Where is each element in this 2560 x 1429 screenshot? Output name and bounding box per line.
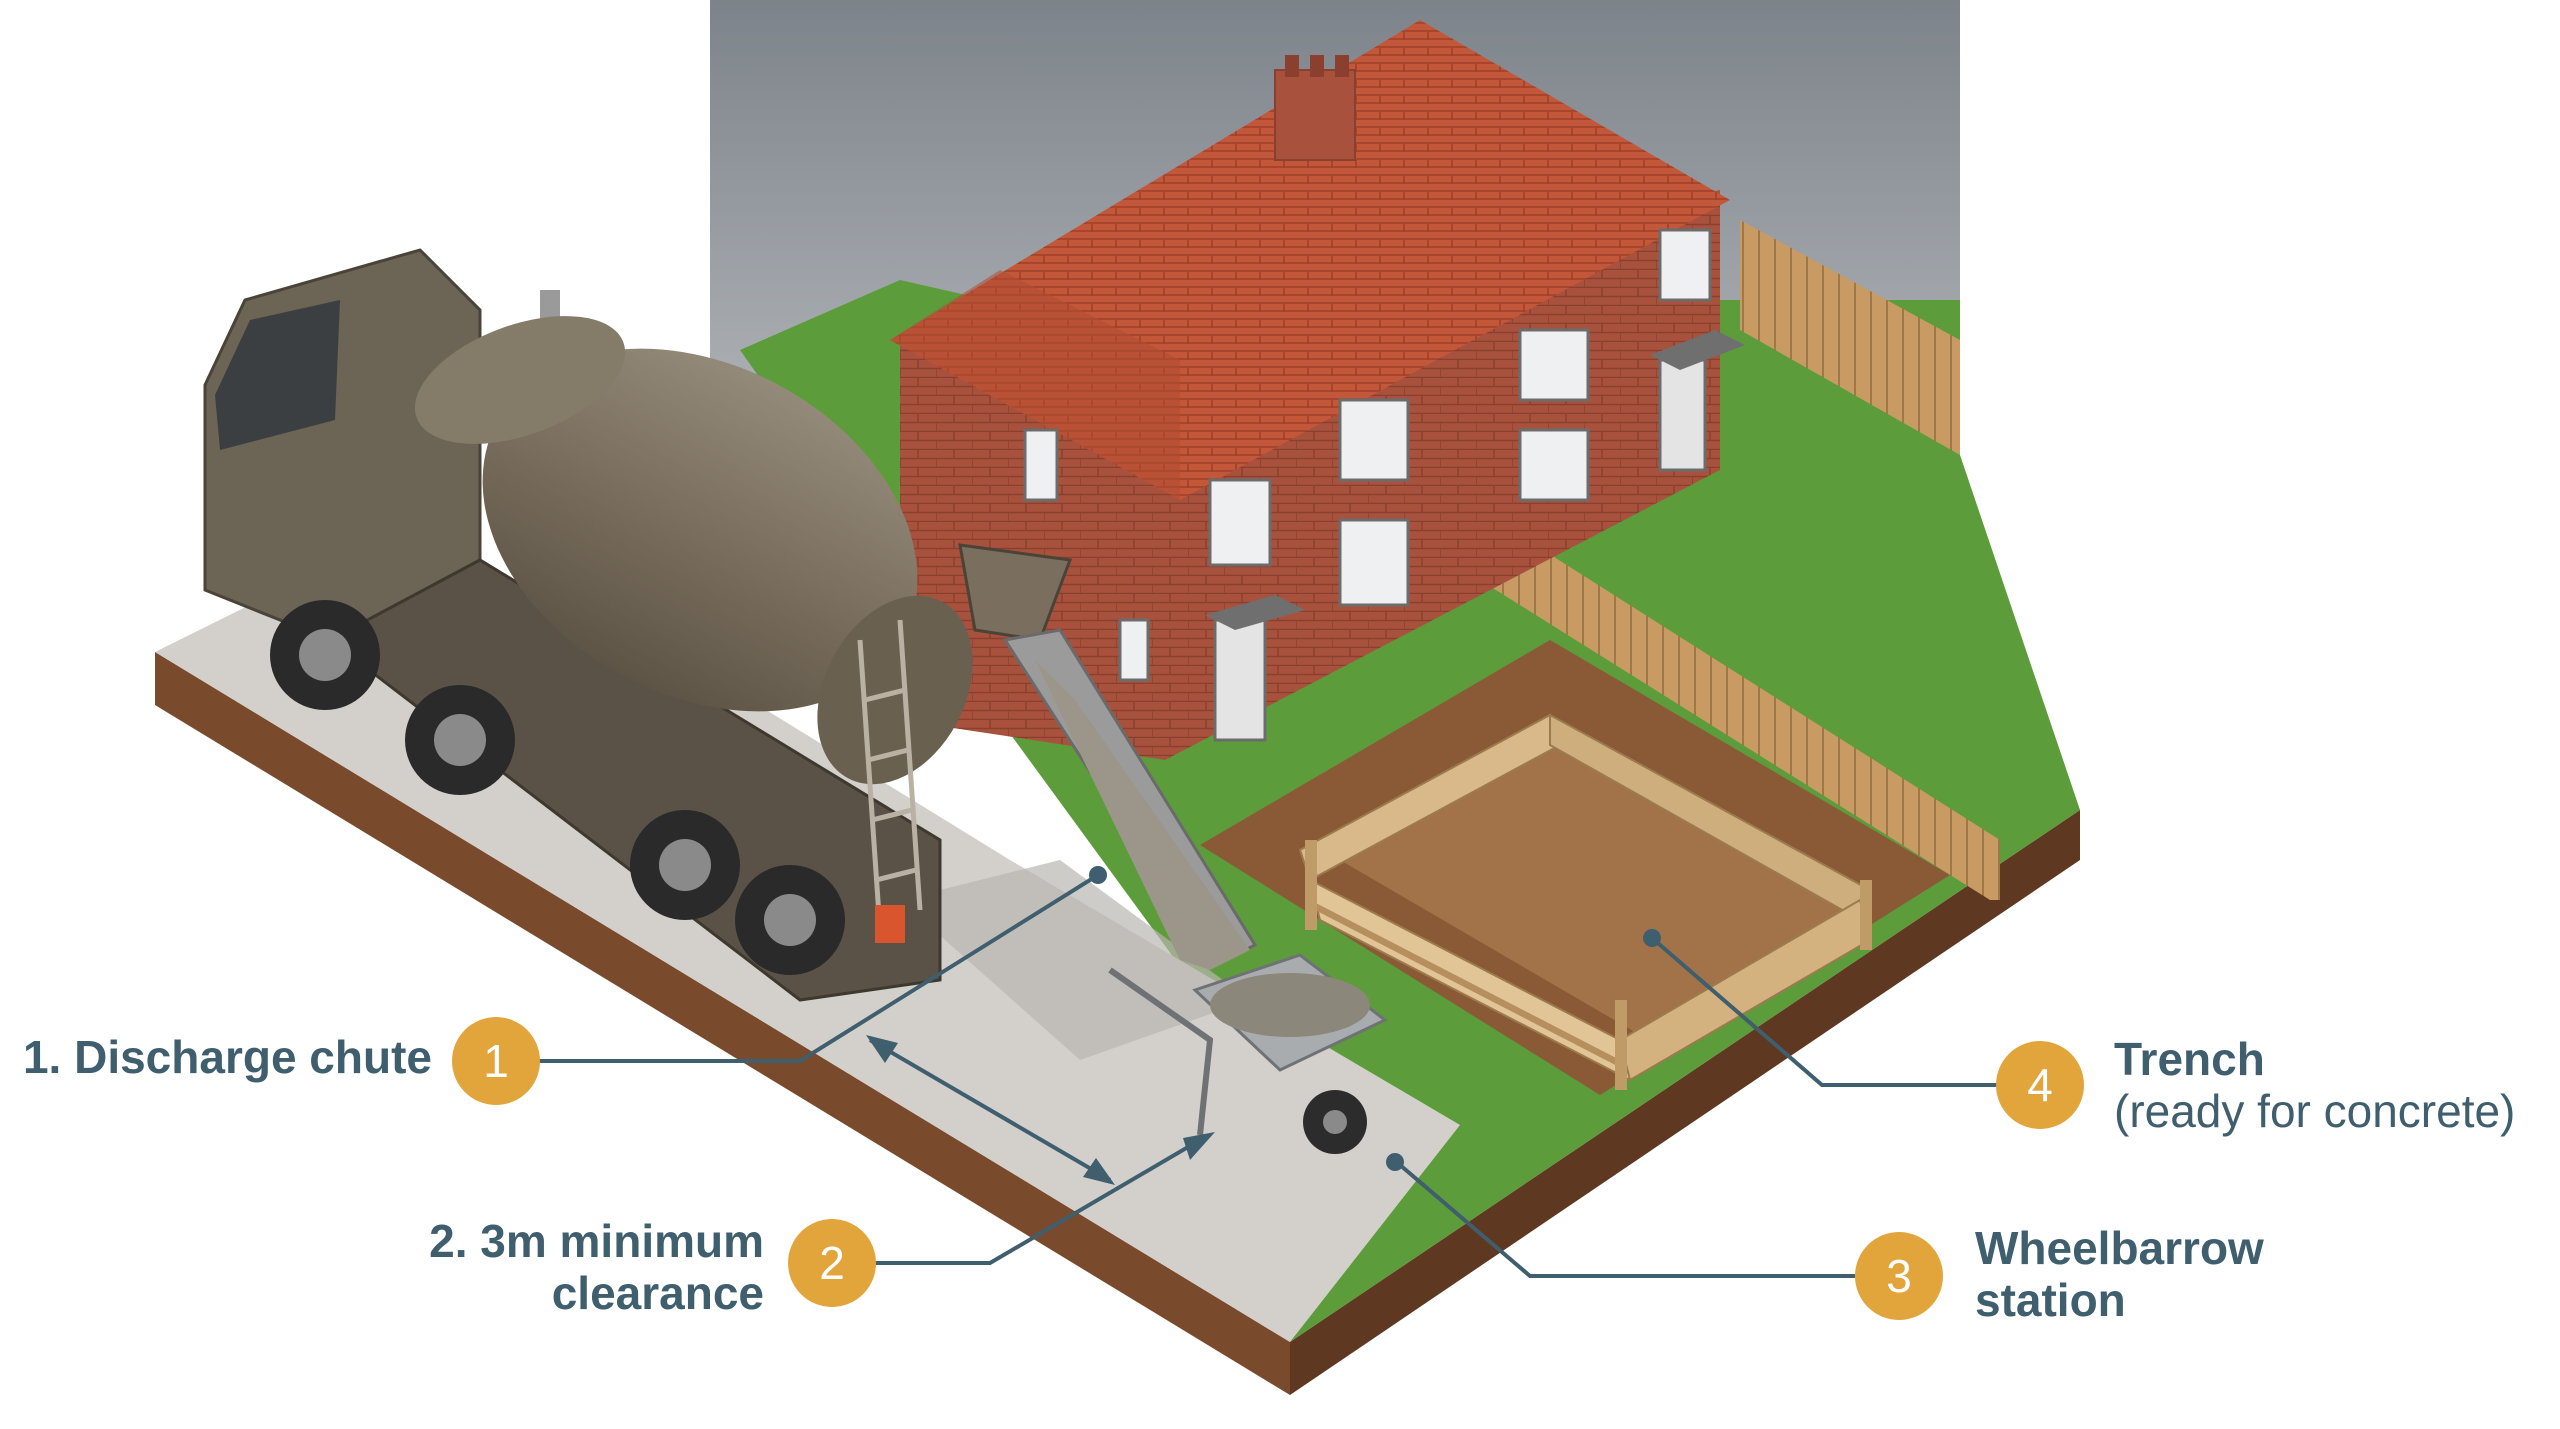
concrete-mixer-truck — [203, 248, 1073, 1002]
rear-light — [875, 905, 905, 943]
callout-marker-2: 2 — [788, 1219, 876, 1307]
wheel — [735, 865, 845, 975]
leader-arrowhead-2 — [1183, 1132, 1215, 1160]
clearance-arrowhead-a — [866, 1035, 898, 1063]
wheel — [270, 600, 380, 710]
wheel — [630, 810, 740, 920]
leader-line-1 — [535, 873, 1100, 1063]
callout-marker-3: 3 — [1855, 1232, 1943, 1320]
soil-block — [155, 652, 2080, 1395]
mixer-drum — [482, 348, 918, 712]
roof-hip — [890, 270, 1180, 500]
leader-line-4 — [1650, 936, 2000, 1087]
truck-ladder — [857, 619, 923, 931]
trench-floor — [1340, 745, 1870, 1035]
leader-dot-1 — [1089, 866, 1107, 884]
callout-label-3-line1: Wheelbarrow — [1975, 1222, 2264, 1274]
leader-dot-4 — [1643, 929, 1661, 947]
callout-label-4-line1: Trench — [2114, 1033, 2265, 1085]
fence-side — [1480, 510, 2000, 900]
callout-label-2: 2. 3m minimum clearance — [429, 1215, 764, 1319]
concrete-flow — [1035, 660, 1250, 970]
callout-label-4-line2: (ready for concrete) — [2114, 1085, 2516, 1137]
water-tank — [414, 316, 626, 444]
callout-marker-1: 1 — [452, 1017, 540, 1105]
leader-line-2 — [875, 1138, 1202, 1265]
leader-lines — [535, 866, 2000, 1278]
callout-label-4: Trench (ready for concrete) — [2114, 1033, 2515, 1137]
truck-windscreen — [215, 300, 340, 450]
callout-marker-4: 4 — [1996, 1041, 2084, 1129]
callout-label-1-text: 1. Discharge chute — [22, 1031, 432, 1083]
leader-line-3 — [1398, 1163, 1855, 1278]
clearance-arrow — [868, 1038, 1112, 1182]
leader-dot-3 — [1386, 1153, 1404, 1171]
callout-label-1: 1. Discharge chute — [23, 1031, 432, 1083]
chimney — [1274, 69, 1356, 161]
callout-label-3: Wheelbarrow station — [1975, 1222, 2264, 1326]
wheelbarrow — [1108, 953, 1388, 1154]
callout-label-3-line2: station — [1975, 1274, 2126, 1326]
clearance-arrowhead-b — [1083, 1158, 1115, 1185]
callout-label-2-line1: 2. 3m minimum — [429, 1215, 764, 1267]
timber-shuttering — [1298, 713, 1872, 1090]
wheel — [405, 685, 515, 795]
fence-right — [1740, 220, 1960, 455]
callout-label-2-line2: clearance — [551, 1267, 764, 1319]
